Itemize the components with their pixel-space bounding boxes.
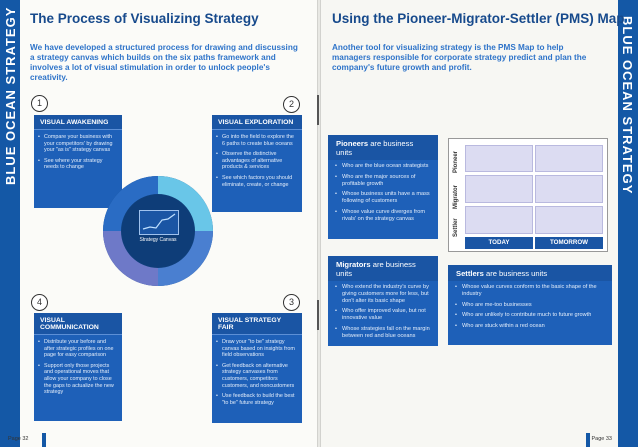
pms-cell	[535, 206, 603, 234]
settlers-box: Settlers are business units Whose value …	[448, 265, 612, 345]
step-visual-strategy-fair: VISUAL STRATEGY FAIR Draw your "to be" s…	[212, 313, 302, 423]
step-3-bullet: Draw your "to be" strategy canvas based …	[216, 339, 296, 359]
process-cycle-diagram	[103, 176, 213, 286]
cycle-arrow-icon	[158, 176, 213, 231]
settlers-bullet: Who are me-too businesses	[455, 302, 604, 309]
pioneers-bullet: Who are the major sources of profitable …	[335, 174, 430, 188]
left-intro: We have developed a structured process f…	[30, 43, 298, 82]
pms-row-label: Migrator	[453, 185, 459, 209]
cycle-arrow-icon	[103, 231, 158, 286]
step-4-title: VISUAL COMMUNICATION	[34, 313, 122, 335]
migrators-bullet: Who offer improved value, but not innova…	[335, 308, 430, 322]
right-spine	[618, 0, 638, 447]
step-4-bullet: Support only those projects and operatio…	[38, 363, 116, 396]
right-page-number: Page 33	[591, 436, 613, 442]
settlers-bullet: Who are stuck within a red ocean	[455, 323, 604, 330]
step-2-bullet: Observe the distinctive advantages of al…	[216, 151, 296, 171]
step-visual-exploration: VISUAL EXPLORATION Go into the field to …	[212, 115, 302, 212]
migrators-heading: Migrators are business units	[328, 256, 438, 281]
pms-map: Pioneer Migrator Settler TODAY TOMORROW	[448, 138, 608, 252]
step-4-number: 4	[31, 294, 48, 311]
pioneers-box: Pioneers are business units Who are the …	[328, 135, 438, 239]
migrators-bullet: Whose strategies fall on the margin betw…	[335, 326, 430, 340]
step-visual-communication: VISUAL COMMUNICATION Distribute your bef…	[34, 313, 122, 421]
cycle-arrow-icon	[103, 176, 158, 231]
strategy-canvas-icon	[139, 210, 179, 235]
crease-mark	[317, 300, 319, 330]
step-4-bullet: Distribute your before and after strateg…	[38, 339, 116, 359]
step-2-bullet: See which factors you should eliminate, …	[216, 175, 296, 188]
step-3-title: VISUAL STRATEGY FAIR	[212, 313, 302, 335]
step-1-bullet: Compare your business with your competit…	[38, 134, 116, 154]
pioneers-bullet: Who are the blue ocean strategists	[335, 163, 430, 170]
migrators-box: Migrators are business units Who extend …	[328, 256, 438, 346]
step-1-number: 1	[31, 95, 48, 112]
right-page-title: Using the Pioneer-Migrator-Settler (PMS)…	[332, 11, 625, 26]
step-1-title: VISUAL AWAKENING	[34, 115, 122, 130]
pioneers-heading: Pioneers are business units	[328, 135, 438, 160]
settlers-bullet: Whose value curves conform to the basic …	[455, 284, 604, 298]
pms-cell	[465, 175, 533, 203]
pioneers-bullet: Whose business units have a mass followi…	[335, 191, 430, 205]
step-3-bullet: Get feedback on alternative strategy can…	[216, 363, 296, 389]
cycle-arrow-icon	[158, 231, 213, 286]
page-marker	[586, 433, 590, 447]
book-crease	[317, 0, 321, 447]
pms-cell	[465, 206, 533, 234]
step-2-bullet: Go into the field to explore the 6 paths…	[216, 134, 296, 147]
pms-row-label: Pioneer	[453, 150, 459, 173]
settlers-heading: Settlers are business units	[448, 265, 612, 281]
pioneers-bullet: Whose value curve diverges from rivals' …	[335, 209, 430, 223]
right-spine-text: BLUE OCEAN STRATEGY	[620, 16, 635, 195]
crease-mark	[317, 95, 319, 125]
pms-cell	[535, 175, 603, 203]
left-page-number: Page 32	[8, 436, 29, 442]
pms-col-tomorrow: TOMORROW	[535, 237, 603, 249]
left-page-title: The Process of Visualizing Strategy	[30, 11, 259, 26]
page-marker	[42, 433, 46, 447]
right-intro: Another tool for visualizing strategy is…	[332, 43, 587, 72]
pms-col-today: TODAY	[465, 237, 533, 249]
step-2-title: VISUAL EXPLORATION	[212, 115, 302, 130]
migrators-bullet: Who extend the industry's curve by givin…	[335, 284, 430, 304]
left-spine	[0, 0, 20, 447]
center-label: Strategy Canvas	[139, 237, 177, 243]
step-3-number: 3	[283, 294, 300, 311]
step-visual-awakening: VISUAL AWAKENING Compare your business w…	[34, 115, 122, 208]
step-2-number: 2	[283, 96, 300, 113]
pms-cell	[465, 145, 533, 172]
left-page: BLUE OCEAN STRATEGY The Process of Visua…	[0, 0, 318, 447]
step-3-bullet: Use feedback to build the best "to be" f…	[216, 393, 296, 406]
pms-row-label: Settler	[453, 218, 459, 237]
pms-cell	[535, 145, 603, 172]
settlers-bullet: Who are unlikely to contribute much to f…	[455, 312, 604, 319]
step-1-bullet: See where your strategy needs to change	[38, 158, 116, 171]
